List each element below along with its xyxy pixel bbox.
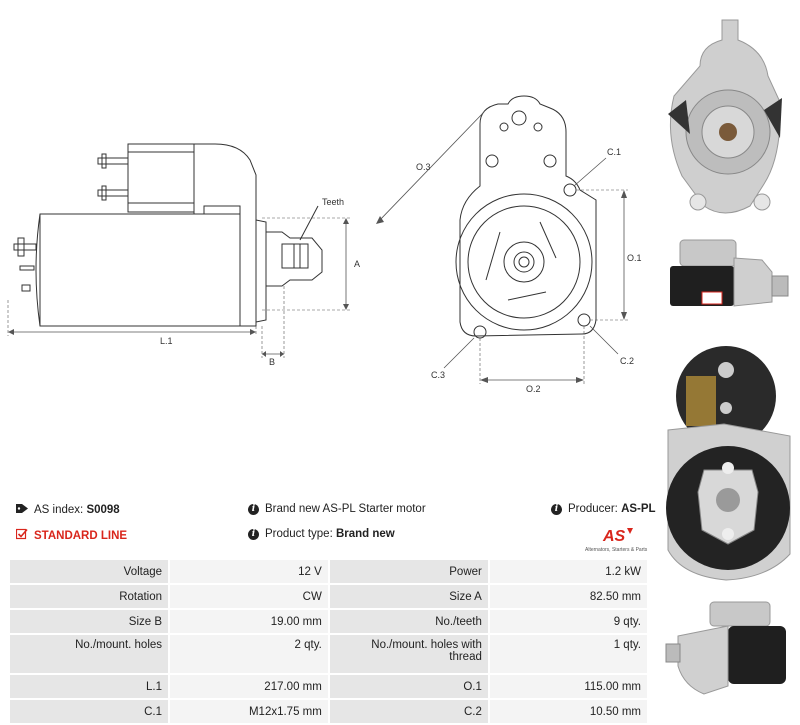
product-type: i Product type: Brand new xyxy=(248,528,395,540)
table-row: Size B 19.00 mm No./teeth 9 qty. xyxy=(10,610,647,633)
as-index-value: S0098 xyxy=(86,504,120,516)
technical-drawings: Teeth A L.1 B xyxy=(7,95,642,394)
spec-label: L.1 xyxy=(10,675,169,698)
specs-table: Voltage 12 V Power 1.2 kW Rotation CW Si… xyxy=(8,558,649,725)
spec-value: 217.00 mm xyxy=(170,675,328,698)
svg-text:Alternators, Starters & Parts: Alternators, Starters & Parts xyxy=(585,547,648,553)
producer-label: Producer: xyxy=(568,503,618,515)
table-row: Voltage 12 V Power 1.2 kW xyxy=(10,560,647,583)
label-l1: L.1 xyxy=(160,336,173,346)
svg-text:AS: AS xyxy=(602,528,626,545)
spec-value: 9 qty. xyxy=(489,610,647,633)
label-c1: C.1 xyxy=(607,147,621,157)
spec-label: C.1 xyxy=(10,700,169,723)
spec-value: 12 V xyxy=(170,560,328,583)
tag-icon xyxy=(16,503,28,517)
spec-label: Size B xyxy=(10,610,169,633)
label-b: B xyxy=(269,357,275,367)
as-index: AS index: S0098 xyxy=(16,503,120,517)
spec-label: Size A xyxy=(329,585,488,608)
drive-housing xyxy=(193,143,257,327)
label-o1: O.1 xyxy=(627,253,642,263)
photo-front-view xyxy=(660,6,790,228)
photo-angle-view xyxy=(664,596,794,700)
description: i Brand new AS-PL Starter motor xyxy=(248,503,426,515)
table-row: Rotation CW Size A 82.50 mm xyxy=(10,585,647,608)
label-a: A xyxy=(354,259,360,269)
spec-label: No./mount. holes xyxy=(10,635,169,673)
producer: i Producer: AS-PL xyxy=(551,503,656,515)
label-teeth: Teeth xyxy=(322,197,344,207)
spec-value: 82.50 mm xyxy=(489,585,647,608)
spec-label: Power xyxy=(329,560,488,583)
solenoid-outline xyxy=(127,143,195,213)
spec-value: M12x1.75 mm xyxy=(170,700,328,723)
description-text: Brand new AS-PL Starter motor xyxy=(265,503,426,515)
motor-body xyxy=(35,213,241,327)
standard-line-label: STANDARD LINE xyxy=(34,529,128,542)
label-o2: O.2 xyxy=(526,384,541,394)
as-index-label: AS index: xyxy=(34,504,84,516)
product-type-label: Product type: xyxy=(265,528,333,540)
spec-label: Voltage xyxy=(10,560,169,583)
product-type-value: Brand new xyxy=(335,528,395,540)
checkbox-check-icon xyxy=(15,528,28,543)
spec-label: C.2 xyxy=(329,700,488,723)
spec-value: 2 qty. xyxy=(170,635,328,673)
spec-label: O.1 xyxy=(329,675,488,698)
spec-value: 10.50 mm xyxy=(489,700,647,723)
standard-line: STANDARD LINE xyxy=(15,528,128,543)
table-row: L.1 217.00 mm O.1 115.00 mm xyxy=(10,675,647,698)
spec-value: 115.00 mm xyxy=(489,675,647,698)
table-row: C.1 M12x1.75 mm C.2 10.50 mm xyxy=(10,700,647,723)
info-icon: i xyxy=(248,528,259,540)
photo-rear-view xyxy=(664,340,794,584)
table-row: No./mount. holes 2 qty. No./mount. holes… xyxy=(10,635,647,673)
label-c2: C.2 xyxy=(620,356,634,366)
spec-value: 1 qty. xyxy=(489,635,647,673)
spec-label: No./teeth xyxy=(329,610,488,633)
info-icon: i xyxy=(248,503,259,515)
photo-side-view xyxy=(662,232,794,318)
product-info: AS index: S0098 STANDARD LINE i Brand ne… xyxy=(15,503,656,553)
label-c3: C.3 xyxy=(431,370,445,380)
spec-value: CW xyxy=(170,585,328,608)
front-view xyxy=(455,95,597,339)
as-pl-logo: AS Alternators, Starters & Parts xyxy=(585,528,648,553)
spec-label: No./mount. holes with thread xyxy=(329,635,488,673)
info-icon: i xyxy=(551,503,562,515)
label-o3: O.3 xyxy=(416,162,431,172)
spec-value: 1.2 kW xyxy=(489,560,647,583)
producer-value: AS-PL xyxy=(621,503,656,515)
spec-value: 19.00 mm xyxy=(170,610,328,633)
spec-label: Rotation xyxy=(10,585,169,608)
